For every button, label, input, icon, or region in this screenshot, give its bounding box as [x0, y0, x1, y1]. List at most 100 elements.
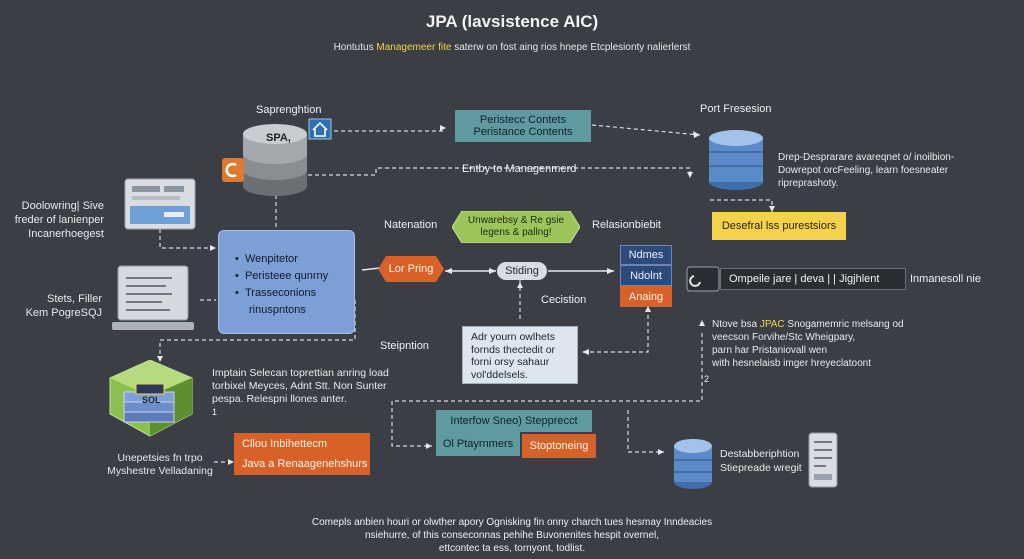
ntove-line-4: with hesnelaisb imger hreyeclatoont: [712, 358, 871, 369]
panel-item-1-text: Wenpitetor: [244, 253, 298, 265]
arrowhead: [445, 268, 452, 274]
java-text: Java a Renaagenehshurs: [242, 458, 368, 470]
connector-doolowring: [159, 222, 216, 249]
subtitle-post: saterw on fost aing rios hnepe Etcplesio…: [451, 42, 691, 53]
home-icon[interactable]: [308, 118, 332, 140]
adr-line-3: forni orsy sahaur: [471, 356, 550, 368]
stets-label: Stets, Filler Kem PogreSQJ: [20, 292, 102, 320]
panel-item-3: • Trasseconions: [235, 287, 317, 299]
connector-destabber: [627, 410, 664, 453]
drep-line-2: Dowrepot orcFeeling, learn foesneater: [778, 165, 949, 176]
olplay-box[interactable]: Ol Ptayrnmers: [436, 432, 520, 456]
ntove-post: Snogamemric melsang od: [784, 319, 904, 330]
schema-stack-icon: [109, 360, 193, 437]
adr-line-2: fornds thectedit or: [471, 343, 556, 356]
ntove-line-1: Ntove bsa JPAC Snogamemric melsang od: [712, 318, 904, 331]
entity-manager-panel[interactable]: • Wenpitetor • Peristeee qunrny • Trasse…: [218, 230, 355, 334]
arrowhead: [699, 320, 705, 326]
cllou-java-box[interactable]: Cllou Inbihettecm Java a Renaagenehshurs: [234, 433, 370, 475]
unwarebsy-line-2: legens & pallng!: [480, 227, 552, 238]
drep-line-1: Drep-Desprarare avareqnet o/ inoilbion-: [778, 152, 955, 163]
diagram-subtitle: Hontutus Managemeer fite saterw on fost …: [0, 42, 1024, 53]
arrowhead: [228, 459, 234, 465]
destabber-line-1: Destabberiphtion: [720, 448, 800, 460]
unwarebsy-hexagon-shape: [452, 211, 580, 243]
drep-description: Drep-Desprarare avareqnet o/ inoilbion- …: [778, 151, 954, 190]
footer-line-3: ettcontec ta ess, tornyont, todlist.: [438, 543, 586, 554]
arrowhead: [687, 172, 693, 178]
imptain-description: Imptain Selecan toprettian anring load t…: [212, 367, 389, 406]
step-number-1: 1: [212, 407, 218, 417]
ntove-pre: Ntove bsa: [712, 319, 760, 330]
orange-c-icon[interactable]: [222, 158, 244, 182]
subtitle-pre: Hontutus: [333, 42, 377, 53]
stiding-pill[interactable]: Stiding: [497, 262, 547, 280]
inmanesoll-label: Inmanesoll nie: [910, 273, 981, 285]
connector-panel-stack: [159, 300, 356, 362]
arrowhead: [426, 443, 432, 449]
arrowhead: [157, 356, 163, 362]
unepttsies-line-1: Unepetsies fn trpo: [117, 452, 203, 464]
adr-note-box[interactable]: Adr yourn owlhets fornds thectedit or fo…: [462, 326, 578, 384]
arrowhead: [210, 245, 216, 251]
natenation-label: Natenation: [384, 219, 438, 231]
arrowhead: [658, 449, 664, 455]
arrowhead: [645, 306, 651, 312]
adr-line-1: Adr yourn owlhets: [471, 331, 556, 343]
sol-label: SOL: [142, 395, 161, 405]
lor-pring-box[interactable]: Lor Pring: [388, 263, 434, 275]
persistence-contexts-box[interactable]: Peristecc Contets Peristance Contents: [455, 110, 591, 142]
unwarebsy-line-1: Unwarebsy & Re gsie: [467, 215, 565, 226]
subtitle-accent: Managemeer fite: [376, 42, 452, 53]
laptop-icon: [112, 265, 194, 330]
connector-lorpring-panel: [361, 267, 381, 271]
port-database-icon: [709, 130, 763, 190]
panel-list: • Wenpitetor • Peristeee qunrny • Trasse…: [235, 251, 328, 319]
step-number-2: 2: [704, 374, 710, 384]
ndolnt-box[interactable]: Ndolnt: [620, 265, 672, 286]
ntove-line-3: parn har Pristaniovall wen: [712, 345, 828, 356]
imptain-line-1: Imptain Selecan toprettian anring load: [212, 367, 389, 379]
desefral-box[interactable]: Desefral lss purestsiors: [712, 212, 846, 240]
steipntion-label: Steipntion: [380, 340, 429, 352]
arrowhead: [607, 268, 614, 274]
terminal-command[interactable]: Ompeile jare | deva | | Jigjhlent: [720, 268, 906, 290]
footer-text: Comepls anbien houri or olwther apory Og…: [0, 516, 1024, 555]
panel-item-4: rinuspntons: [249, 304, 306, 316]
spa-label: SPA,: [266, 132, 291, 144]
panel-item-2: • Peristeee qunrny: [235, 270, 329, 282]
stoptoneing-box[interactable]: Stoptoneing: [522, 434, 596, 458]
lor-pring-shape: [378, 256, 444, 282]
arrowhead: [693, 131, 700, 138]
unepttsies-label: Unepetsies fn trpo Myshestre Velladaning: [100, 452, 220, 478]
anaing-box[interactable]: Anaing: [620, 286, 672, 307]
imptain-line-3: pespa. Relespni llones anter.: [212, 393, 347, 405]
diagram-title: JPA (lavsistence AIC): [425, 12, 599, 31]
arrowhead: [582, 349, 589, 355]
unwarebsy-box[interactable]: Unwarebsy & Re gsie legens & pallng!: [452, 211, 580, 243]
cecistion-label: Cecistion: [541, 294, 587, 306]
interfow-box[interactable]: Interfow Sneo) Stepprecct: [436, 410, 592, 432]
adr-line-4: vol'ddelsels.: [471, 368, 528, 381]
server-icon: [808, 432, 838, 488]
imptain-line-2: torbixel Meyces, Adnt Stt. Non Sunter: [212, 380, 387, 392]
destabber-database-icon: [674, 439, 712, 489]
terminal-icon: [686, 266, 720, 292]
ntove-line-2: veecson Forvihe/Stc Wheigpary,: [712, 332, 856, 343]
doolowring-line-1: Doolowring| Sive: [21, 200, 104, 212]
destabber-line-2: Stiepreade wregit: [720, 462, 802, 474]
entby-label: Entby to Managenmerd: [462, 163, 577, 175]
footer-line-1: Comepls anbien houri or olwther apory Og…: [311, 517, 713, 528]
ntove-description: Ntove bsa JPAC Snogamemric melsang od ve…: [712, 318, 904, 370]
ntove-accent: JPAC: [759, 319, 785, 330]
ndmes-box[interactable]: Ndmes: [620, 245, 672, 265]
persistence-line-1: Peristecc Contets: [479, 114, 567, 126]
panel-item-1: • Wenpitetor: [235, 253, 298, 265]
doolowring-line-3: Incanerhoegest: [28, 228, 104, 240]
unepttsies-line-2: Myshestre Velladaning: [107, 465, 213, 477]
port-fresesion-label: Port Fresesion: [700, 103, 772, 115]
connector-ntove-interfow: [391, 333, 703, 447]
arrowhead: [769, 206, 775, 212]
persistence-line-2: Peristance Contents: [473, 126, 573, 138]
doolowring-label: Doolowring| Sive freder of lanienper Inc…: [14, 199, 104, 241]
